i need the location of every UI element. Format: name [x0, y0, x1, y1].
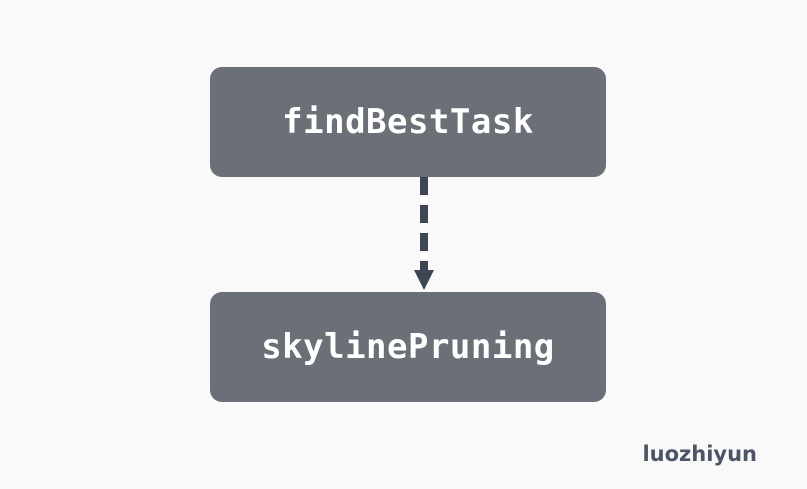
node-label: findBestTask: [282, 102, 534, 142]
watermark: luozhiyun: [642, 442, 757, 466]
arrowhead: [414, 270, 434, 290]
node-skyline-pruning: skylinePruning: [210, 292, 606, 402]
node-find-best-task: findBestTask: [210, 67, 606, 177]
node-label: skylinePruning: [261, 327, 555, 367]
